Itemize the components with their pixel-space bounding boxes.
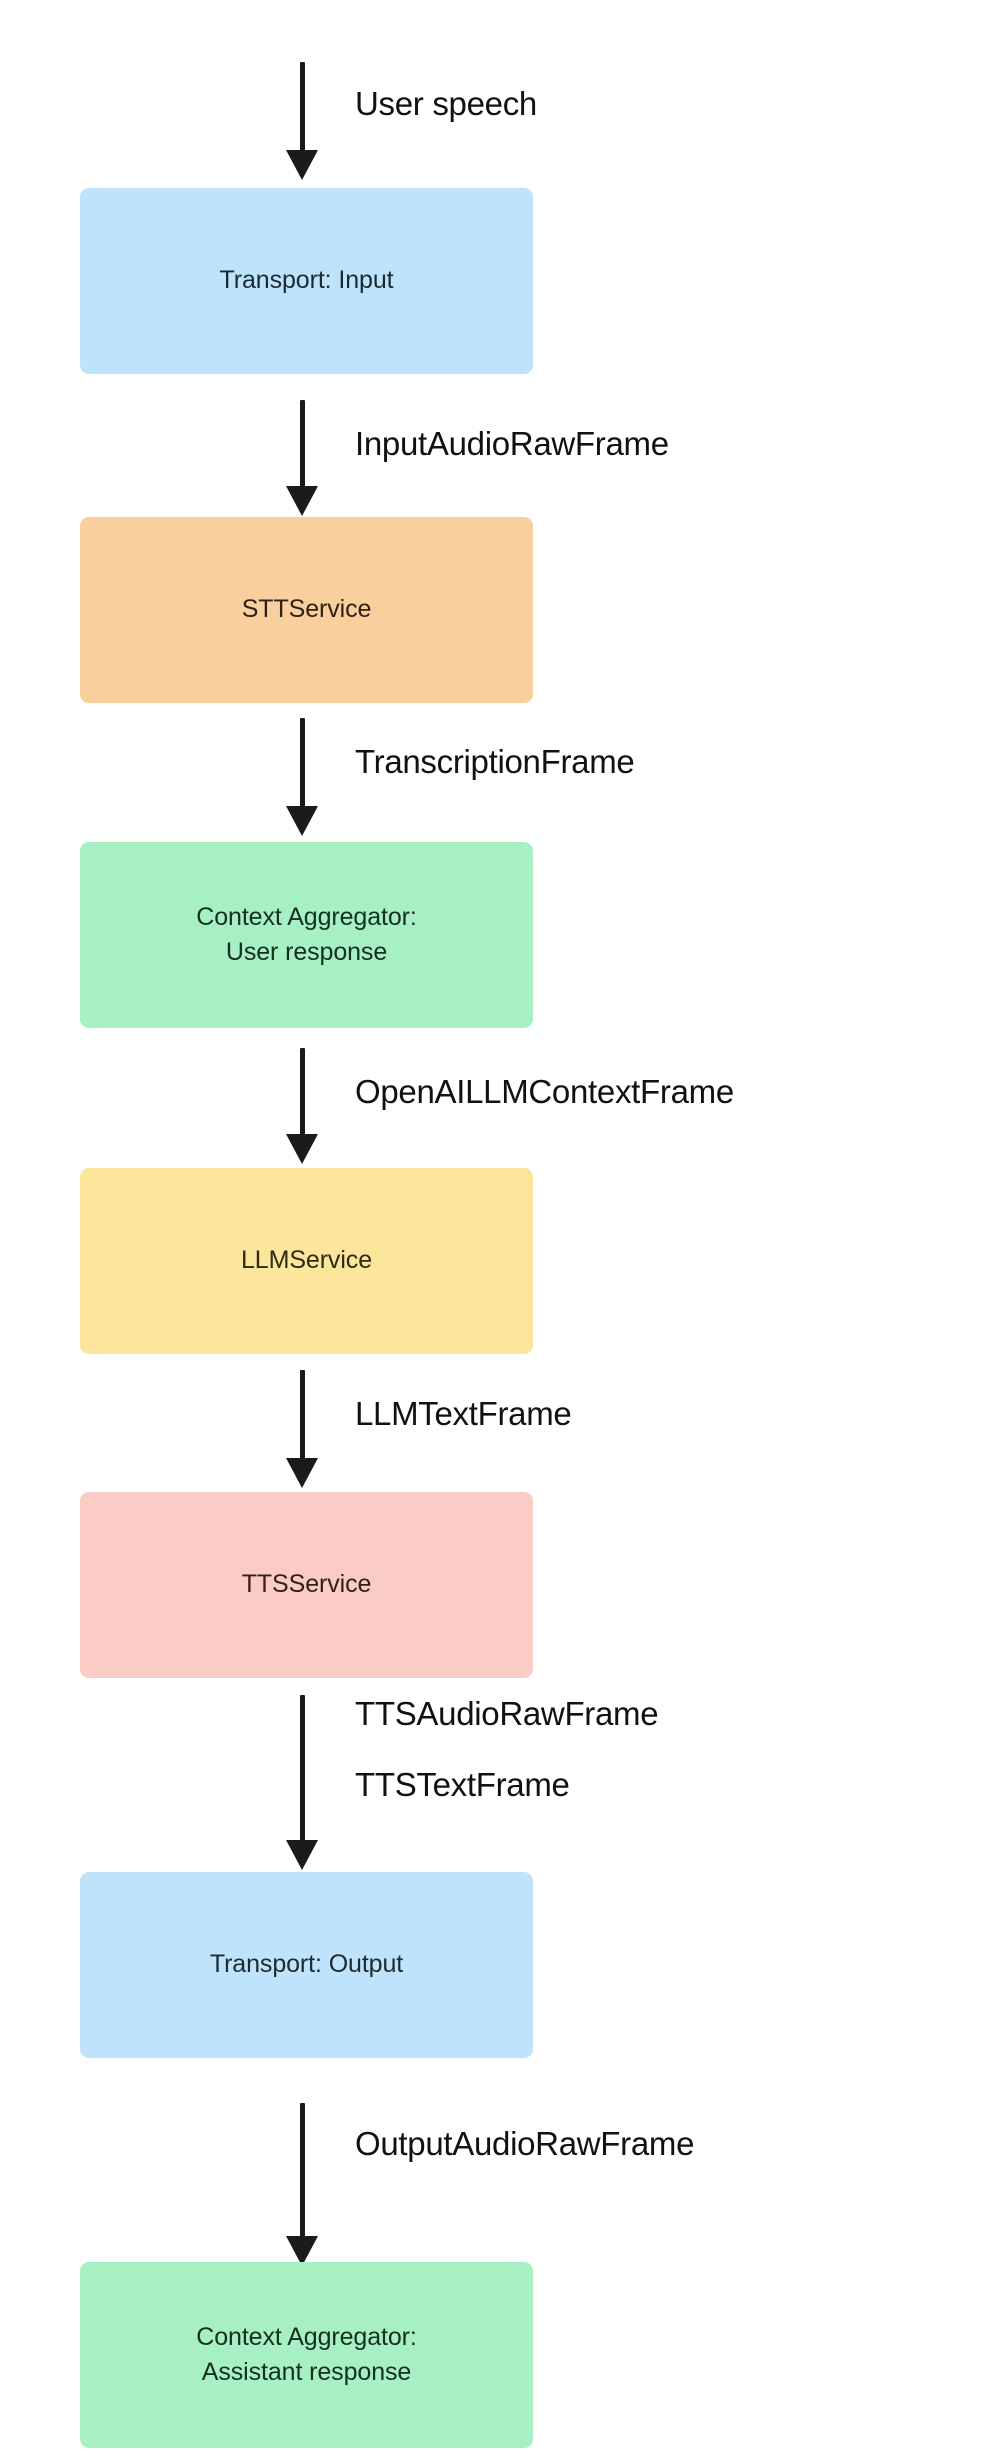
arrow-head-icon xyxy=(286,1840,318,1870)
edge-line xyxy=(300,1048,305,1141)
node-label: Transport: Input xyxy=(219,266,394,295)
node-label: TTSService xyxy=(241,1570,372,1599)
edge-label: OpenAILLMContextFrame xyxy=(355,1073,734,1110)
edge-line xyxy=(300,62,305,157)
edge-label: OutputAudioRawFrame xyxy=(355,2125,695,2162)
node-tts-service[interactable]: TTSService xyxy=(80,1492,533,1678)
node-label: Context Aggregator: User response xyxy=(196,902,417,967)
edge-line xyxy=(300,718,305,813)
node-label: STTService xyxy=(241,595,372,624)
edge-label: User speech xyxy=(355,85,537,122)
node-stt-service[interactable]: STTService xyxy=(80,517,533,703)
edge-line xyxy=(300,2103,305,2243)
node-label: Transport: Output xyxy=(209,1950,404,1979)
node-llm-service[interactable]: LLMService xyxy=(80,1168,533,1354)
edge-label-secondary: TTSTextFrame xyxy=(355,1766,570,1803)
edge-line xyxy=(300,1695,305,1847)
edge-line xyxy=(300,400,305,493)
node-context-aggregator-user[interactable]: Context Aggregator: User response xyxy=(80,842,533,1028)
edge-label: TranscriptionFrame xyxy=(355,743,635,780)
node-context-aggregator-assistant[interactable]: Context Aggregator: Assistant response xyxy=(80,2262,533,2448)
arrow-head-icon xyxy=(286,1134,318,1164)
node-label: Context Aggregator: Assistant response xyxy=(196,2322,417,2387)
edge-label-primary: TTSAudioRawFrame xyxy=(355,1695,659,1732)
node-transport-output[interactable]: Transport: Output xyxy=(80,1872,533,2058)
edge-label: LLMTextFrame xyxy=(355,1395,572,1432)
edge-line xyxy=(300,1370,305,1465)
arrow-head-icon xyxy=(286,486,318,516)
arrow-head-icon xyxy=(286,806,318,836)
arrow-head-icon xyxy=(286,1458,318,1488)
node-label: LLMService xyxy=(241,1246,372,1275)
node-transport-input[interactable]: Transport: Input xyxy=(80,188,533,374)
arrow-head-icon xyxy=(286,150,318,180)
edge-label: InputAudioRawFrame xyxy=(355,425,669,462)
